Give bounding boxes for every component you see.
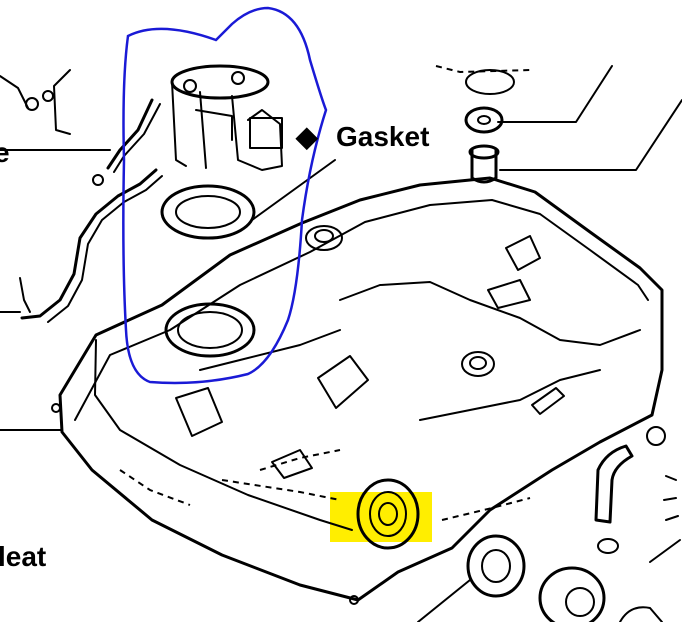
fuel-tank — [51, 176, 664, 605]
fuel-lines — [0, 69, 163, 323]
filler-parts — [466, 426, 679, 622]
gasket-marker: ◆ — [295, 121, 319, 152]
left-edge-label-fragment: e — [0, 137, 10, 168]
gasket-label: Gasket — [336, 121, 429, 152]
bottom-left-label-fragment: leat — [0, 541, 46, 572]
vent-valve-parts — [435, 65, 531, 184]
fuel-pump-assembly — [170, 64, 283, 171]
leader-lines — [0, 65, 682, 622]
blue-circle-annotation — [122, 6, 328, 385]
gasket-ring — [160, 184, 256, 240]
filler-neck — [356, 478, 420, 550]
